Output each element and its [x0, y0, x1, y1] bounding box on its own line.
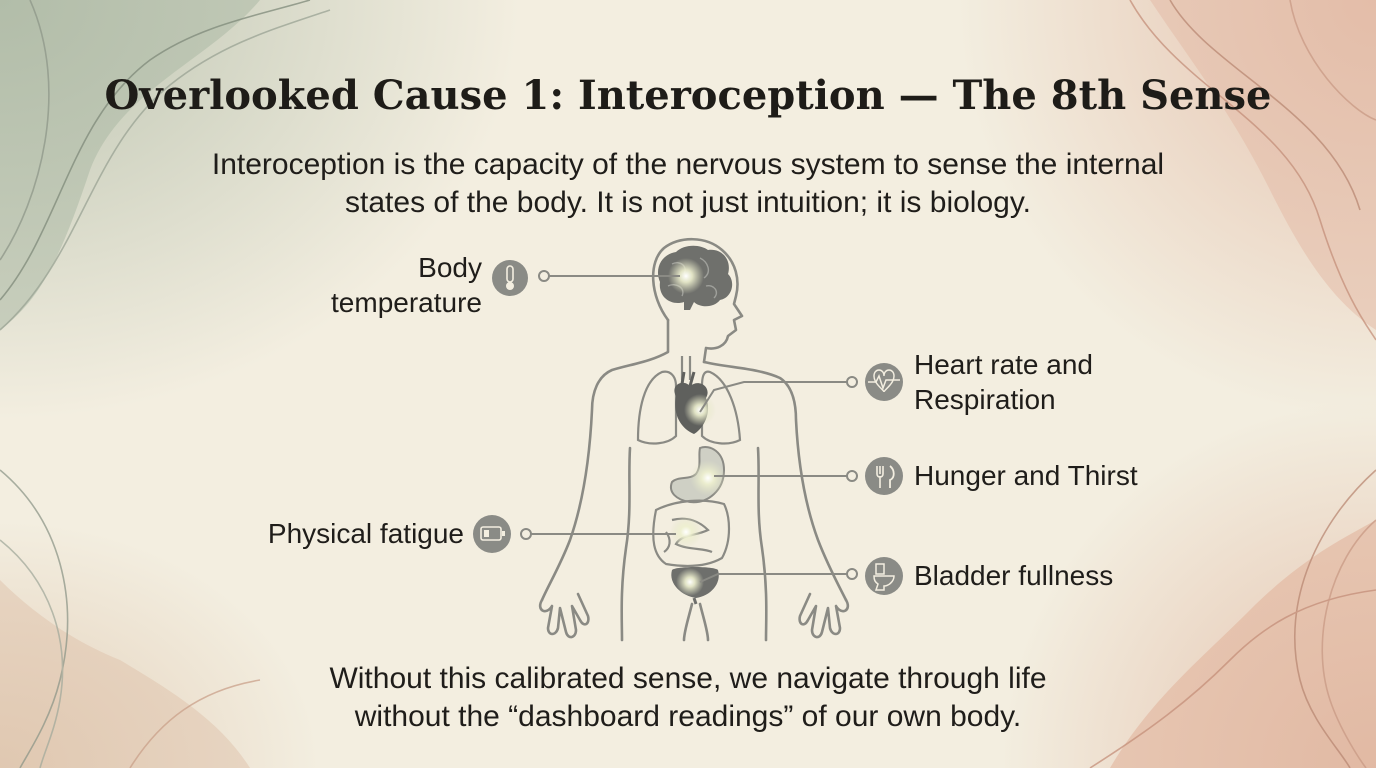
endpoint-bladder [846, 568, 858, 580]
endpoint-heart-rate [846, 376, 858, 388]
label-bladder: Bladder fullness [914, 560, 1114, 591]
body-outline [538, 237, 850, 642]
connector-lines [526, 275, 852, 583]
outro-line-1: Without this calibrated sense, we naviga… [329, 662, 1047, 695]
page-title: Overlooked Cause 1: Interoception — The … [104, 72, 1272, 119]
intro-text: Interoception is the capacity of the ner… [160, 146, 1216, 222]
connector-heart-rate [699, 381, 852, 413]
label-heart-rate-line-1: Heart rate and [914, 349, 1093, 380]
label-body-temperature: Body temperature [182, 250, 482, 320]
label-heart-rate: Heart rate and Respiration [914, 347, 1214, 417]
endpoint-body-temperature [538, 270, 550, 282]
connector-endpoints [520, 270, 858, 580]
fork-knife-icon [865, 457, 903, 495]
endpoint-fatigue [520, 528, 532, 540]
thermometer-icon [492, 260, 528, 296]
label-hunger: Hunger and Thirst [914, 460, 1138, 491]
outro-text: Without this calibrated sense, we naviga… [230, 660, 1146, 736]
label-body-temperature-line-1: Body [418, 252, 482, 283]
heartbeat-icon [865, 363, 903, 401]
intro-line-2: states of the body. It is not just intui… [345, 186, 1031, 219]
label-fatigue: Physical fatigue [267, 518, 464, 549]
connector-bladder [699, 573, 852, 583]
toilet-icon [865, 557, 903, 595]
endpoint-hunger [846, 470, 858, 482]
label-body-temperature-line-2: temperature [331, 287, 482, 318]
outro-line-2: without the “dashboard readings” of our … [354, 700, 1022, 733]
intro-line-1: Interoception is the capacity of the ner… [211, 148, 1165, 181]
battery-low-icon [473, 515, 511, 553]
label-heart-rate-line-2: Respiration [914, 384, 1056, 415]
lungs [636, 370, 742, 445]
